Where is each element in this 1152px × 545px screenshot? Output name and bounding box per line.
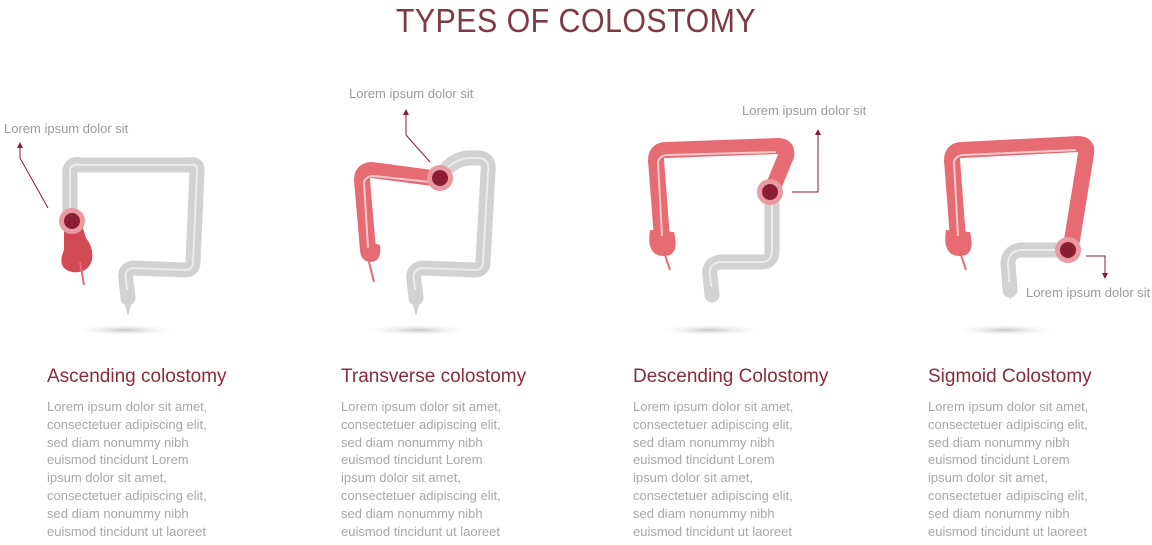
heading-sigmoid: Sigmoid Colostomy bbox=[928, 366, 1092, 387]
callout-descending: Lorem ipsum dolor sit bbox=[742, 103, 867, 118]
body-transverse: Lorem ipsum dolor sit amet, consectetuer… bbox=[341, 399, 502, 539]
heading-descending: Descending Colostomy bbox=[633, 366, 829, 387]
colon-sigmoid bbox=[944, 136, 1108, 336]
heading-transverse: Transverse colostomy bbox=[341, 366, 527, 387]
body-sigmoid: Lorem ipsum dolor sit amet, consectetuer… bbox=[928, 399, 1089, 539]
heading-ascending: Ascending colostomy bbox=[47, 366, 227, 387]
colon-ascending bbox=[17, 142, 205, 336]
body-ascending: Lorem ipsum dolor sit amet, consectetuer… bbox=[47, 399, 208, 539]
page-title: TYPES OF COLOSTOMY bbox=[395, 2, 757, 39]
callout-sigmoid: Lorem ipsum dolor sit bbox=[1026, 285, 1151, 300]
callout-ascending: Lorem ipsum dolor sit bbox=[4, 121, 129, 136]
callout-transverse: Lorem ipsum dolor sit bbox=[349, 86, 474, 101]
colon-transverse bbox=[354, 109, 496, 336]
colon-descending bbox=[648, 129, 821, 336]
body-descending: Lorem ipsum dolor sit amet, consectetuer… bbox=[633, 399, 794, 539]
